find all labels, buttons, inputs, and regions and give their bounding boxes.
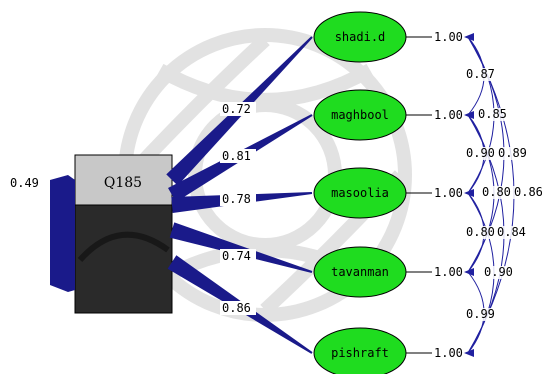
covariance-label-bg: [465, 226, 495, 239]
covariance-label: 0.87: [466, 67, 495, 81]
covariance-arrowhead: [464, 33, 474, 41]
loading-label: 0.78: [222, 192, 251, 206]
loading-label: 0.72: [222, 102, 251, 116]
error-variance-label: 1.00: [434, 265, 463, 279]
factor-variance-label: 0.49: [10, 176, 39, 190]
covariance-label-bg: [513, 186, 543, 199]
covariance-label-bg: [465, 308, 495, 321]
covariance-label: 0.99: [466, 307, 495, 321]
covariance-label-bg: [496, 226, 526, 239]
covariance-arrowhead: [464, 349, 474, 357]
covariance-label: 0.80: [482, 185, 511, 199]
covariance-label: 0.86: [514, 185, 543, 199]
indicator-name: pishraft: [331, 346, 389, 360]
loading-label-bg: [220, 301, 256, 315]
loading-label-bg: [220, 192, 256, 206]
covariance-label-bg: [477, 108, 507, 121]
indicator-masoolia[interactable]: masoolia 1.00: [313, 167, 463, 219]
covariance-arrowhead: [464, 189, 474, 197]
indicator-name: maghbool: [331, 108, 389, 122]
loading-label-bg: [220, 149, 256, 163]
covariance-label: 0.85: [478, 107, 507, 121]
indicator-maghbool[interactable]: maghbool 1.00: [313, 89, 463, 141]
loading-arrow: [169, 222, 313, 273]
error-variance-label: 1.00: [434, 108, 463, 122]
factor-label: Q185: [104, 175, 142, 191]
covariance-label-bg: [481, 186, 511, 199]
covariance-label: 0.90: [466, 146, 495, 160]
loading-label-bg: [220, 102, 256, 116]
loading-label: 0.81: [222, 149, 251, 163]
covariance-label: 0.90: [484, 265, 513, 279]
indicator-shadi-d[interactable]: shadi.d 1.00: [313, 11, 463, 63]
covariance-label-bg: [465, 147, 495, 160]
covariance-label: 0.89: [498, 146, 527, 160]
error-variance-label: 1.00: [434, 30, 463, 44]
loading-label-bg: [220, 249, 256, 263]
error-variance-label: 1.00: [434, 186, 463, 200]
covariance-arrowhead: [464, 111, 474, 119]
covariance-label-bg: [497, 147, 527, 160]
covariance-label-bg: [483, 266, 513, 279]
covariance-label-bg: [465, 68, 495, 81]
indicator-name: shadi.d: [335, 30, 386, 44]
indicator-tavanman[interactable]: tavanman 1.00: [313, 246, 463, 298]
covariance-label: 0.80: [466, 225, 495, 239]
error-variance-label: 1.00: [434, 346, 463, 360]
indicator-name: tavanman: [331, 265, 389, 279]
indicator-name: masoolia: [331, 186, 389, 200]
loading-label: 0.86: [222, 301, 251, 315]
loading-label: 0.74: [222, 249, 251, 263]
loading-arrows: 0.72 0.81 0.78 0.74 0.86: [166, 36, 313, 354]
covariance-label: 0.84: [497, 225, 526, 239]
factor-box[interactable]: Q185: [74, 154, 173, 314]
covariance-arrowhead: [464, 268, 474, 276]
indicator-pishraft[interactable]: pishraft 1.00: [313, 327, 463, 374]
factor-variance-arrow: 0.49: [10, 175, 75, 292]
